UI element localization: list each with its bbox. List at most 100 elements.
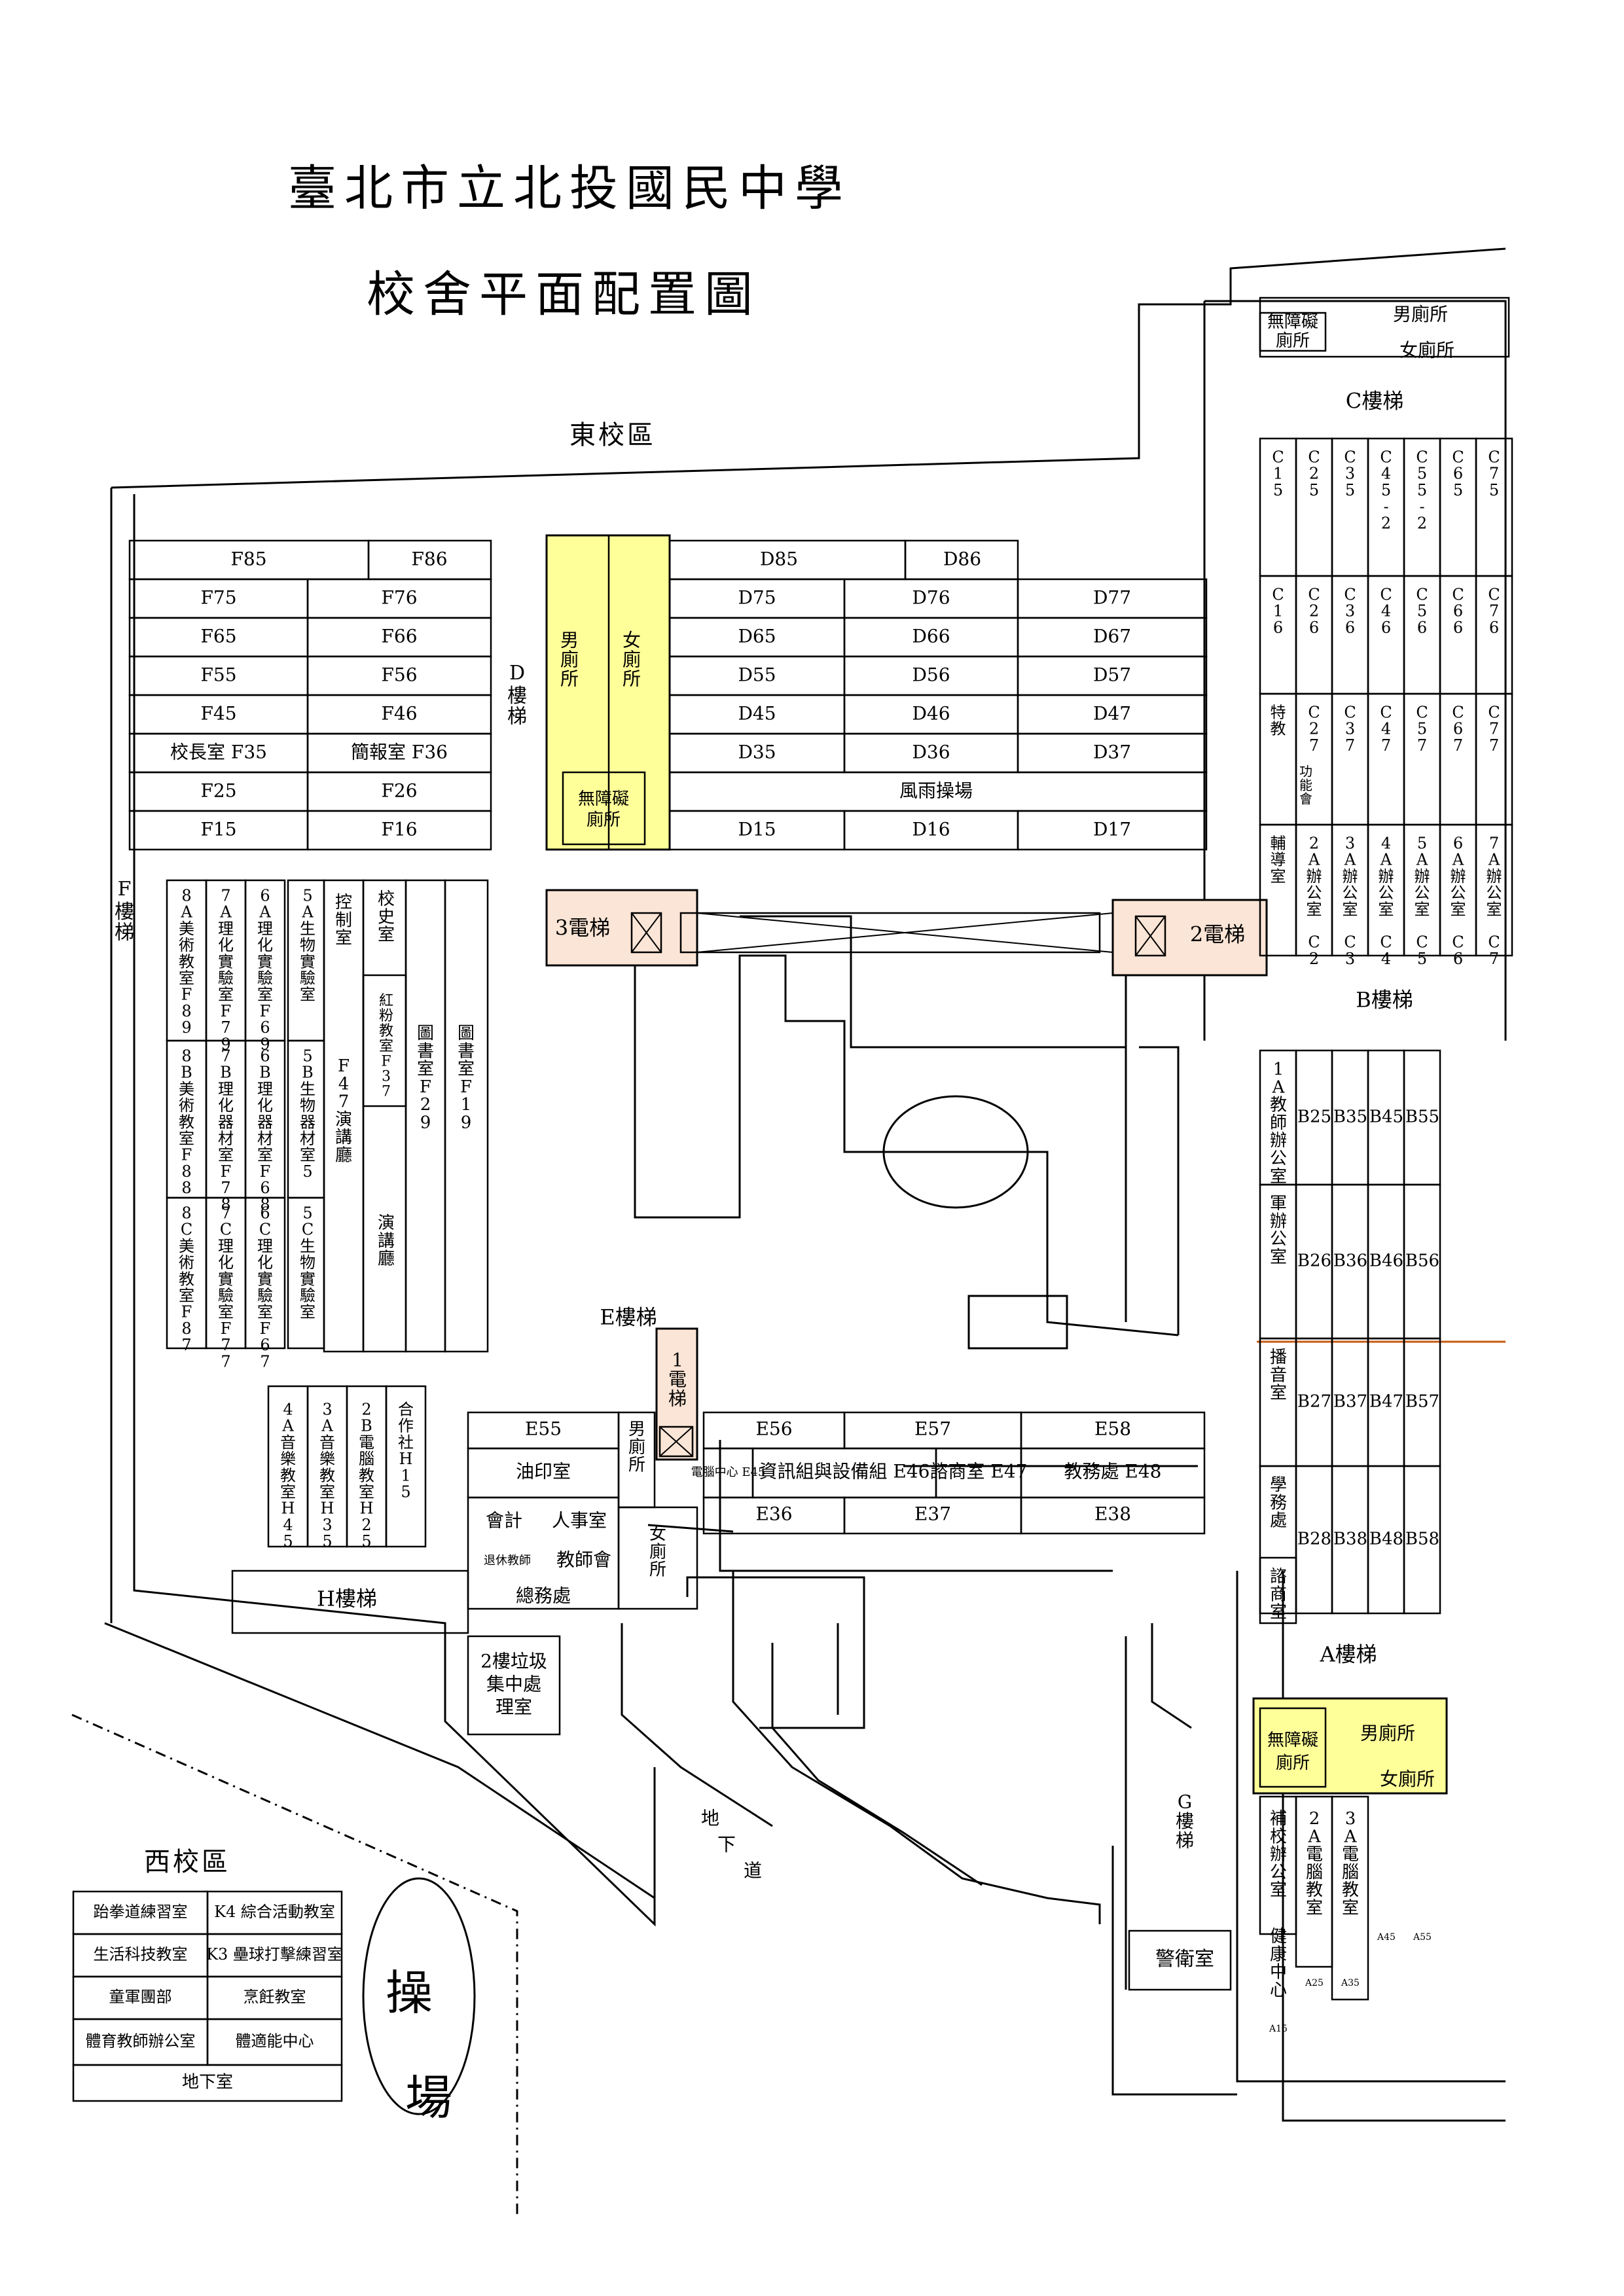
h-stair-area	[231, 1570, 469, 1634]
a-restroom-block	[1252, 1697, 1448, 1795]
room-label-c: C	[1308, 933, 1320, 952]
d-stair-label: 梯	[507, 706, 527, 728]
f-west-room-label: 實	[300, 952, 316, 971]
west-table-label: K4 綜合活動教室	[214, 1903, 335, 1921]
d-women-label: 女	[623, 630, 641, 651]
elevator-cross-icon	[1135, 916, 1166, 956]
map-subtitle: 校舍平面配置圖	[367, 266, 761, 323]
d-men-label: 所	[560, 668, 579, 689]
room-label-c: 4	[1381, 602, 1391, 620]
room-label-c: 5	[1417, 950, 1427, 968]
h-room-label: 4	[283, 1516, 293, 1534]
a-room-label: 腦	[1342, 1863, 1359, 1882]
a-accessible-room	[1259, 1707, 1327, 1788]
h-room-label: 社	[398, 1433, 414, 1452]
history-room-label: 校	[378, 889, 395, 909]
a-room-label: 公	[1270, 1863, 1287, 1882]
elevator-1-label: 梯	[668, 1388, 687, 1409]
room-label-b: B28	[1297, 1530, 1331, 1549]
room-label-d: D65	[738, 626, 776, 647]
f-west-room-label: 材	[257, 1130, 273, 1148]
f-west-room-label: 6	[260, 1179, 270, 1197]
room-label-c: C	[1416, 586, 1428, 604]
room-label-f: 校長室 F35	[170, 742, 267, 763]
room-label-e: E36	[755, 1503, 792, 1525]
library-label: 9	[461, 1113, 472, 1133]
h-room-label: 5	[283, 1532, 293, 1551]
room-label-c: A	[1488, 851, 1500, 869]
room-label-c: 6	[1309, 619, 1319, 637]
general-affairs-label: 總務處	[516, 1585, 571, 1607]
room-label-c: 辦	[1415, 867, 1430, 886]
a-room	[1331, 1795, 1369, 2001]
f-west-room-label: 6	[260, 1047, 270, 1066]
b-office-label: 商	[1270, 1585, 1287, 1604]
b-office-label: 公	[1270, 1230, 1287, 1249]
room-label-c: C	[1380, 704, 1392, 722]
room-b	[1403, 1465, 1441, 1615]
room-label-b: B35	[1333, 1107, 1367, 1127]
room-label-c: 7	[1489, 720, 1499, 738]
f-west-room-label: A	[219, 903, 232, 922]
library-label: 1	[461, 1095, 472, 1115]
room-label-c: 教	[1271, 720, 1286, 738]
room-label-c: C	[1452, 933, 1464, 952]
elevator-3-label: 3電梯	[555, 916, 610, 941]
room-label-c: A	[1380, 851, 1392, 869]
room-label-f: F66	[381, 626, 417, 647]
room-label-e: E38	[1094, 1503, 1131, 1525]
room-label-b: B58	[1405, 1530, 1439, 1549]
room-label-b: B48	[1369, 1530, 1403, 1549]
chalk-room-label: F	[381, 1053, 391, 1069]
west-table-label: 體育教師辦公室	[86, 2032, 196, 2051]
a-health-label: 心	[1270, 1981, 1287, 2000]
room-label-d: D57	[1093, 664, 1131, 686]
room-label-c: 3	[1345, 602, 1355, 620]
h-room-label: 樂	[319, 1450, 335, 1468]
h-room-label: 教	[359, 1466, 374, 1484]
a-room-label: 電	[1306, 1845, 1323, 1865]
room-label-f: 簡報室 F36	[351, 742, 448, 763]
f-west-room-label: 7	[221, 1179, 230, 1197]
west-table-label: 生活科技教室	[94, 1945, 188, 1964]
c-extra-label: 能	[1299, 778, 1312, 793]
f-west-room-label: B	[259, 1064, 271, 1082]
a-accessible-label: 無障礙	[1267, 1731, 1318, 1750]
west-table-label: 烹飪教室	[244, 1988, 306, 2006]
elevator-1-label: 1	[672, 1350, 683, 1371]
h-room-label: 1	[401, 1466, 410, 1484]
chalk-room-label: 室	[379, 1038, 393, 1054]
f-west-room-label: F	[260, 1002, 271, 1020]
a-men-label: 男廁所	[1360, 1723, 1415, 1744]
f-west-room-label: 室	[218, 1146, 234, 1164]
room-label-c: C	[1344, 933, 1356, 952]
f-west-room-label: 室	[300, 1146, 316, 1164]
a-stair-label: A樓梯	[1319, 1642, 1377, 1667]
room-label-c: 5	[1273, 481, 1283, 499]
room-label-f: F56	[381, 664, 417, 686]
h-room-label: 5	[322, 1532, 332, 1551]
site-outline	[104, 247, 1507, 2122]
west-table-label: 跆拳道練習室	[94, 1903, 188, 1921]
h-room-label: 3	[322, 1516, 332, 1534]
e-women-room	[617, 1506, 698, 1610]
room-label-c: 3	[1345, 720, 1355, 738]
f-west-room-label: 實	[257, 952, 273, 971]
lecture-hall-label: 廳	[335, 1146, 352, 1166]
room-label-c: 5	[1417, 834, 1427, 853]
f-west-room-label: F	[260, 1162, 271, 1181]
room-label-c: 辦	[1379, 867, 1394, 886]
a-small-label: A55	[1413, 1932, 1432, 1943]
a-health-label: 康	[1270, 1945, 1287, 1964]
f-west-room-label: 器	[257, 1113, 273, 1131]
e-men-label: 廁	[628, 1437, 645, 1457]
west-campus-label: 西校區	[144, 1847, 230, 1877]
g-stair-label: 梯	[1176, 1829, 1194, 1851]
b-office-label: 室	[1270, 1167, 1287, 1187]
room-label-c: C	[1488, 704, 1500, 722]
elevator-1-label: 電	[668, 1369, 687, 1390]
control-room-label: 室	[335, 929, 352, 948]
f-west-room-label: 物	[300, 936, 316, 954]
chalk-room-label: 教	[379, 1023, 393, 1039]
room-label-c: 室	[1307, 900, 1322, 918]
